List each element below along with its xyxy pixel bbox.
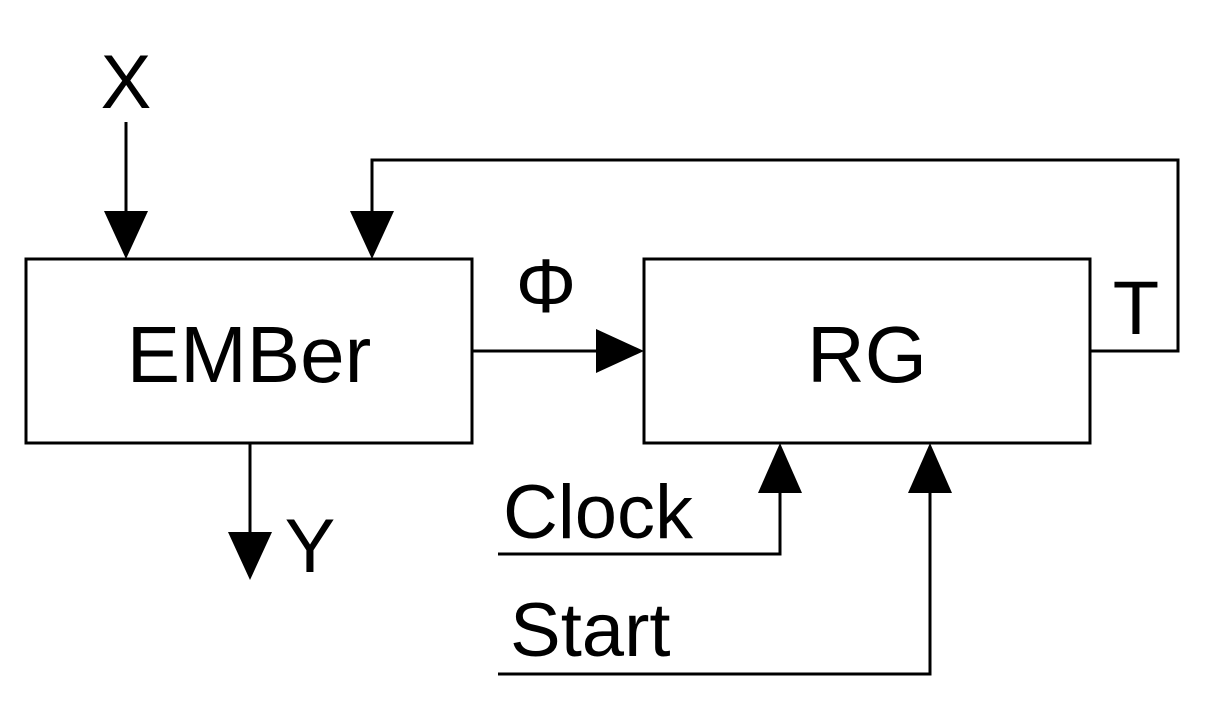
phi-arrowhead xyxy=(596,329,644,373)
phi-label: Φ xyxy=(516,244,577,329)
start-input: Start xyxy=(498,443,952,676)
output-y: Y xyxy=(228,443,335,589)
ember-box xyxy=(24,257,474,445)
start-arrowhead xyxy=(908,443,952,493)
input-x-arrowhead xyxy=(104,211,148,259)
start-wire xyxy=(498,489,932,676)
start-label: Start xyxy=(510,588,671,673)
input-x-label: X xyxy=(101,40,152,125)
ember-label: EMBer xyxy=(127,310,372,399)
rg-box xyxy=(642,257,1092,445)
feedback-wire xyxy=(370,158,1180,353)
clock-input: Clock xyxy=(498,443,802,556)
ember-block: EMBer xyxy=(24,257,474,445)
clock-label: Clock xyxy=(503,470,694,555)
rg-block: RG xyxy=(642,257,1092,445)
feedback-t: T xyxy=(350,158,1180,353)
clock-arrowhead xyxy=(758,443,802,493)
output-y-label: Y xyxy=(285,504,336,589)
input-x: X xyxy=(101,40,152,259)
clock-wire xyxy=(498,489,782,556)
feedback-t-label: T xyxy=(1113,266,1159,351)
feedback-arrowhead xyxy=(350,211,394,259)
rg-label: RG xyxy=(807,310,927,399)
output-y-arrowhead xyxy=(228,532,272,580)
phi-connection: Φ xyxy=(472,244,644,373)
